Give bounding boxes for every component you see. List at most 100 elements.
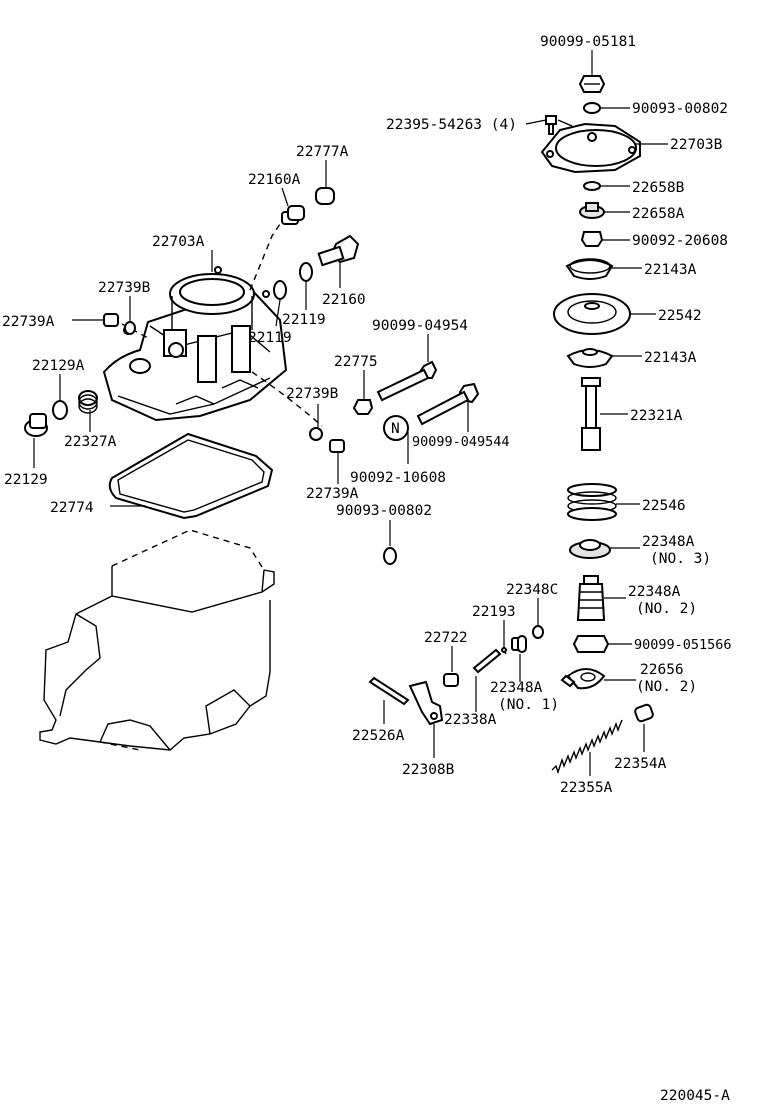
part-labels: 90099-05181 90093-00802 22395-54263 (4) …	[2, 34, 732, 1104]
housing-22703A	[102, 266, 288, 422]
bolt-90099-049544	[416, 382, 480, 426]
label-90092-10608: 90092-10608	[350, 470, 446, 486]
injection-pump-body	[39, 529, 275, 751]
label-22129: 22129	[4, 472, 48, 488]
diagram-id: 220045-A	[660, 1088, 730, 1104]
label-22348A-no1-note: (NO. 1)	[498, 697, 559, 713]
label-22658B: 22658B	[632, 180, 685, 196]
label-90099-04954: 90099-04954	[372, 318, 468, 334]
shaft-22321A	[581, 377, 601, 451]
fitting-22160A	[281, 205, 305, 225]
plug-22739A-left	[103, 313, 119, 327]
lever-22656-no2	[560, 668, 606, 690]
label-22119-right: 22119	[282, 312, 326, 328]
diaphragm-22542	[553, 293, 631, 335]
label-22546: 22546	[642, 498, 686, 514]
plate-22143A-upper	[565, 258, 614, 280]
label-22777A: 22777A	[296, 144, 349, 160]
label-22395-54263: 22395-54263 (4)	[386, 117, 517, 133]
label-22526A: 22526A	[352, 728, 405, 744]
label-90099-049544: 90099-049544	[412, 434, 510, 450]
label-22355A: 22355A	[560, 780, 613, 796]
label-22774: 22774	[50, 500, 94, 516]
label-22143A-lower: 22143A	[644, 350, 697, 366]
label-22703A: 22703A	[152, 234, 205, 250]
label-22348A-no2: 22348A	[628, 584, 681, 600]
cap-22777A	[315, 187, 335, 205]
plug-22739A-right	[329, 439, 345, 453]
n-circle-mark	[383, 415, 409, 441]
washer-22658B	[583, 181, 601, 191]
label-90093-00802b: 90093-00802	[336, 503, 432, 519]
label-22348A-no3: 22348A	[642, 534, 695, 550]
leader-lines	[33, 50, 668, 776]
label-22119-left: 22119	[248, 330, 292, 346]
label-22327A: 22327A	[64, 434, 117, 450]
label-22348A-no2-note: (NO. 2)	[636, 601, 697, 617]
label-n-mark: N	[391, 421, 400, 437]
screw-22395-54263	[545, 115, 573, 135]
spring-22546	[567, 483, 617, 521]
label-22338A: 22338A	[444, 712, 497, 728]
pin-22348A-no1	[511, 635, 527, 653]
pin-22193	[501, 647, 507, 655]
label-22143A-upper: 22143A	[644, 262, 697, 278]
label-22656-note: (NO. 2)	[636, 679, 697, 695]
label-22703B: 22703B	[670, 137, 723, 153]
gasket-22119-right	[299, 262, 313, 282]
label-22160A: 22160A	[248, 172, 301, 188]
label-22193: 22193	[472, 604, 516, 620]
washer-90093-00802b	[383, 547, 397, 565]
rod-22338A	[472, 648, 502, 674]
dash-22739A	[251, 371, 323, 427]
pin-22526A	[368, 676, 410, 706]
washer-22129A	[52, 400, 68, 420]
gasket-22774	[108, 432, 274, 520]
gasket-22119-left	[273, 280, 287, 300]
dash-22160A	[249, 217, 285, 291]
label-22739B-left: 22739B	[98, 280, 151, 296]
seat-22348A-no3	[569, 539, 611, 559]
bolt-90099-04954	[376, 360, 438, 402]
bushing-22722	[443, 673, 459, 687]
clip-22348C	[532, 625, 544, 639]
label-22722: 22722	[424, 630, 468, 646]
bolt-22160	[317, 234, 360, 267]
spring-22327A	[78, 390, 98, 414]
nut-90099-05181	[578, 75, 606, 93]
label-22739A-right: 22739A	[306, 486, 359, 502]
label-22308B: 22308B	[402, 762, 455, 778]
plate-22143A-lower	[566, 348, 614, 368]
washer-22739B	[124, 321, 136, 335]
label-22354A: 22354A	[614, 756, 667, 772]
label-22739B-right: 22739B	[286, 386, 339, 402]
lever-22308B	[408, 680, 444, 726]
label-22129A: 22129A	[32, 358, 85, 374]
nut-22775	[352, 399, 374, 415]
washer-22739B-right	[309, 427, 323, 441]
boot-22348A-no2	[576, 575, 606, 621]
label-22160: 22160	[322, 292, 366, 308]
bushing-22354A	[634, 703, 654, 723]
plug-22129	[24, 413, 48, 437]
nut-90099-051566	[572, 635, 610, 653]
label-90092-20608: 90092-20608	[632, 233, 728, 249]
label-22348A-no3-note: (NO. 3)	[650, 551, 711, 567]
label-22658A: 22658A	[632, 206, 685, 222]
label-22775: 22775	[334, 354, 378, 370]
label-22656: 22656	[640, 662, 684, 678]
label-22348A-no1: 22348A	[490, 680, 543, 696]
cover-22703B	[540, 122, 641, 174]
label-90099-051566: 90099-051566	[634, 637, 732, 653]
label-22542: 22542	[658, 308, 702, 324]
nut-90092-20608	[580, 231, 604, 247]
label-90099-05181: 90099-05181	[540, 34, 636, 50]
label-22739A-left: 22739A	[2, 314, 55, 330]
bushing-22658A	[579, 202, 605, 219]
washer-90093-00802	[583, 102, 601, 114]
label-22348C: 22348C	[506, 582, 558, 598]
label-90093-00802: 90093-00802	[632, 101, 728, 117]
spring-22355A	[551, 719, 623, 775]
